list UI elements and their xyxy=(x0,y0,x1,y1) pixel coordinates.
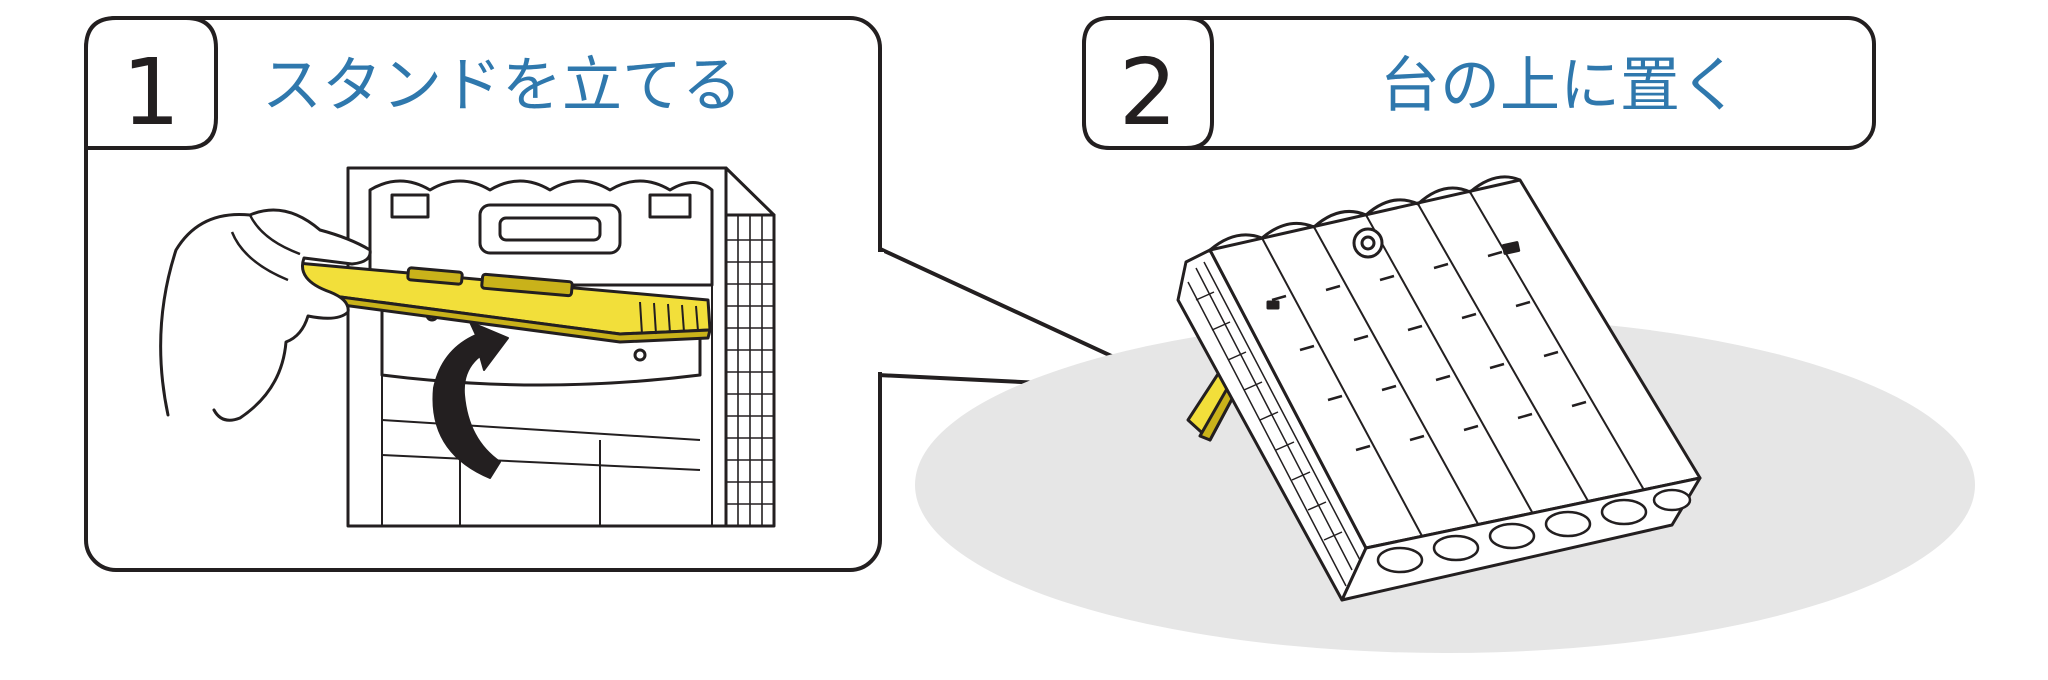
hand xyxy=(159,208,372,422)
hand-lifting-stand-icon xyxy=(346,166,776,528)
step-1-panel: 1 スタンドを立てる xyxy=(84,16,1187,572)
step-2-number-badge xyxy=(1082,16,1214,150)
step-1-title: スタンドを立てる xyxy=(262,51,742,121)
step-2-header: 2 台の上に置く xyxy=(1082,16,1876,150)
step-2-number: 2 xyxy=(1119,39,1178,146)
curved-arrow-up-icon xyxy=(432,321,509,479)
unit-on-stand-icon xyxy=(1176,175,1702,602)
step-1-number-badge xyxy=(84,16,218,150)
step-1-number: 1 xyxy=(122,39,181,146)
step-2-title: 台の上に置く xyxy=(1380,51,1740,121)
